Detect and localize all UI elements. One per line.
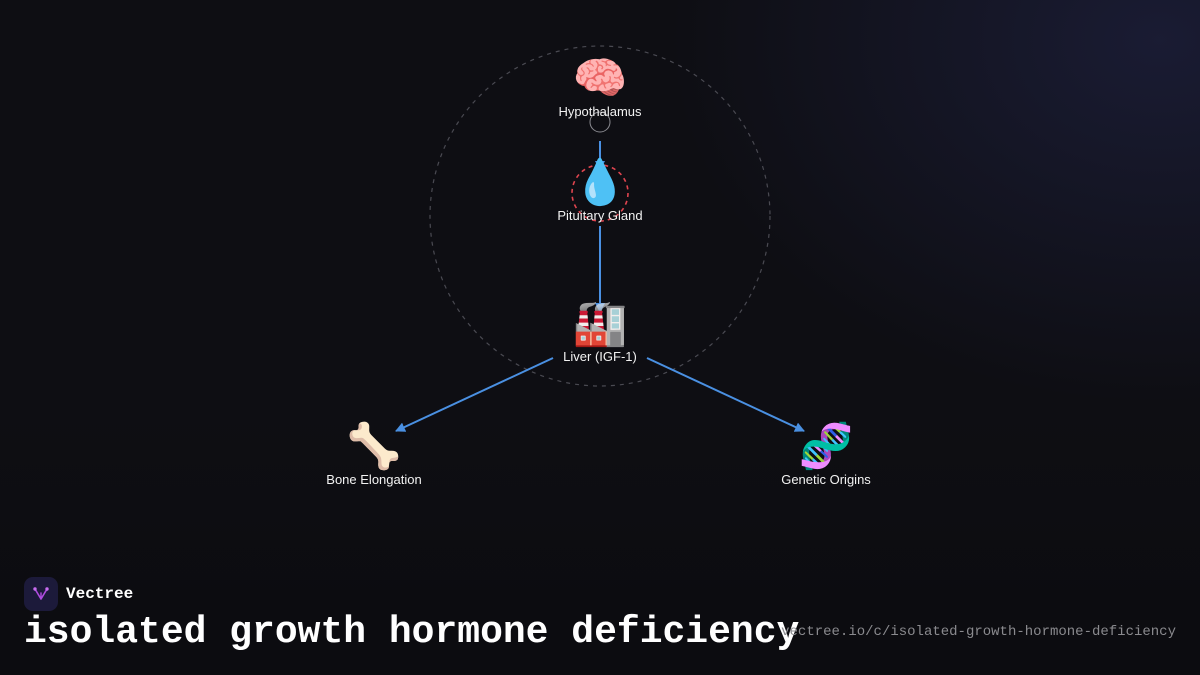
hypothalamus-anchor bbox=[589, 111, 611, 133]
factory-icon: 🏭 bbox=[572, 298, 628, 349]
edge-liver-bone bbox=[395, 357, 554, 432]
node-label: Hypothalamus bbox=[558, 104, 642, 119]
edge-liver-genetic bbox=[646, 357, 805, 432]
dna-icon: 🧬 bbox=[798, 421, 854, 472]
brand[interactable]: Vectree bbox=[24, 577, 133, 611]
droplet-icon: 💧 bbox=[572, 157, 628, 208]
node-pituitary-gland[interactable]: 💧 Pituitary Gland bbox=[510, 159, 690, 224]
orbit-ring bbox=[429, 45, 771, 387]
node-bone-elongation[interactable]: 🦴 Bone Elongation bbox=[284, 423, 464, 488]
page-url[interactable]: vectree.io/c/isolated-growth-hormone-def… bbox=[781, 624, 1176, 640]
page-title: isolated growth hormone deficiency bbox=[24, 611, 800, 654]
node-label: Pituitary Gland bbox=[557, 208, 643, 223]
node-hypothalamus[interactable]: 🧠 Hypothalamus bbox=[510, 55, 690, 120]
bone-icon: 🦴 bbox=[346, 421, 402, 472]
node-label: Genetic Origins bbox=[781, 472, 871, 487]
vectree-logo-icon bbox=[24, 577, 58, 611]
node-liver-igf1[interactable]: 🏭 Liver (IGF-1) bbox=[510, 300, 690, 365]
node-label: Liver (IGF-1) bbox=[563, 349, 637, 364]
node-label: Bone Elongation bbox=[326, 472, 422, 487]
brand-name: Vectree bbox=[66, 585, 134, 603]
brain-icon: 🧠 bbox=[572, 53, 628, 104]
node-genetic-origins[interactable]: 🧬 Genetic Origins bbox=[736, 423, 916, 488]
